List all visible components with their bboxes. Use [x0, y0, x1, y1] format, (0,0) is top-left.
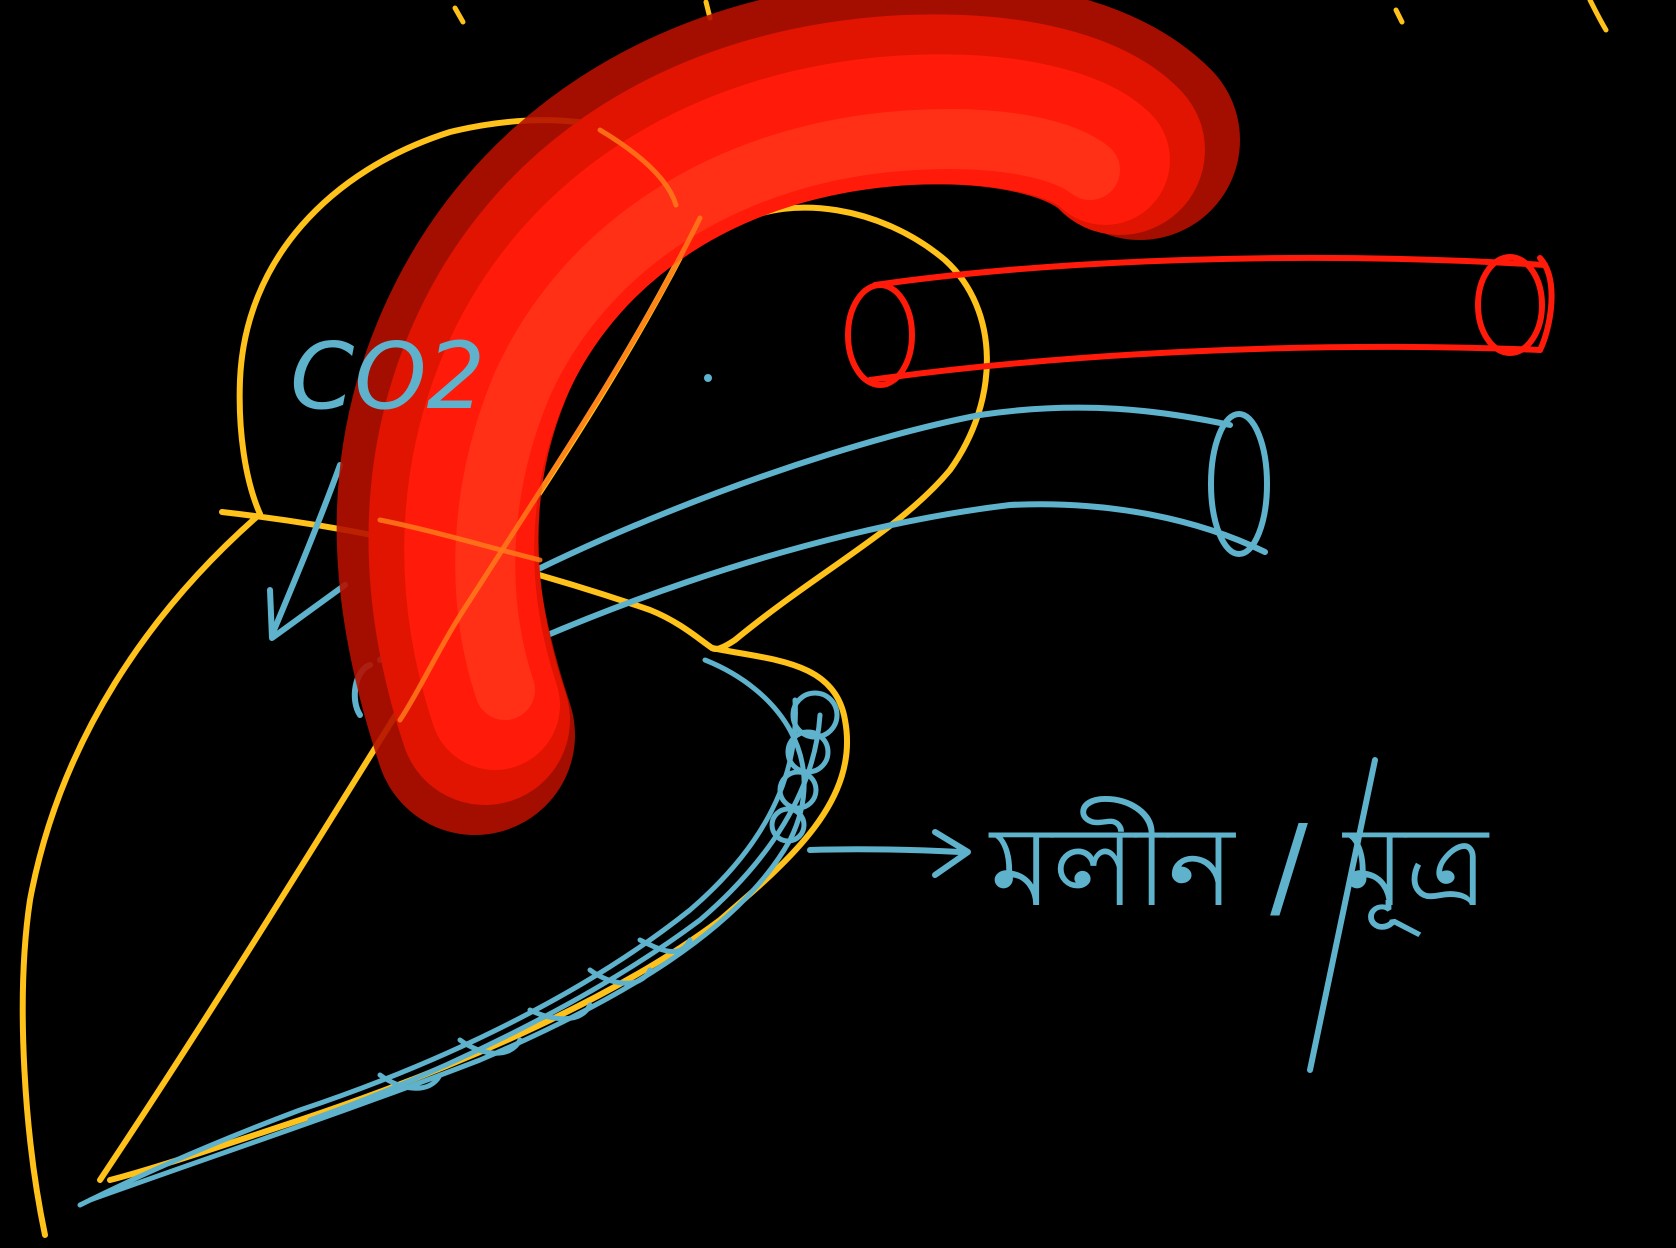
- label-arrow: [810, 832, 968, 875]
- co2-arrow: [270, 465, 345, 638]
- pulmonary-artery-tube: [848, 257, 1552, 385]
- co2-label: CO2: [290, 323, 485, 430]
- coronary-label: মলীন / মূত্র: [988, 796, 1490, 937]
- ventricle-outline: [23, 514, 260, 1235]
- ink-dot: [704, 374, 712, 382]
